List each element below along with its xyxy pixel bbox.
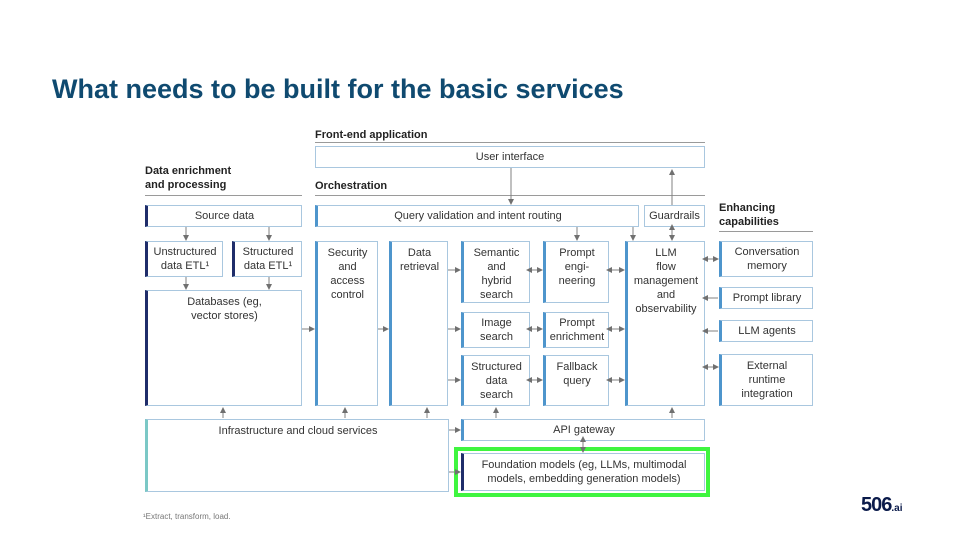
data-retrieval-box: Data retrieval	[389, 241, 448, 406]
source-data-label: Source data	[194, 210, 255, 222]
fallback-query-label: Fallback query	[556, 361, 598, 387]
enhancing-rule	[719, 231, 813, 232]
llm-agents-box: LLM agents	[719, 320, 813, 342]
databases-box: Databases (eg, vector stores)	[145, 290, 302, 406]
section-enhancing: Enhancing capabilities	[719, 202, 779, 228]
foundation-models-label: Foundation models (eg, LLMs, multimodal …	[481, 459, 687, 485]
structured-search-label: Structured data search	[471, 361, 522, 401]
logo-main: 506	[861, 494, 892, 516]
unstructured-etl-box: Unstructured data ETL¹	[145, 241, 223, 277]
databases-label: Databases (eg, vector stores)	[187, 296, 262, 322]
conversation-memory-label: Conversation memory	[734, 246, 800, 272]
structured-etl-box: Structured data ETL¹	[232, 241, 302, 277]
query-validation-label: Query validation and intent routing	[394, 210, 562, 222]
data-retrieval-label: Data retrieval	[399, 247, 440, 273]
section-frontend: Front-end application	[315, 129, 428, 141]
security-label: Security and access control	[327, 247, 368, 301]
llm-flow-label: LLM flow management and observability	[633, 247, 699, 315]
infrastructure-box: Infrastructure and cloud services	[145, 419, 449, 492]
prompt-library-label: Prompt library	[732, 292, 802, 304]
api-gateway-label: API gateway	[553, 424, 615, 436]
query-validation-box: Query validation and intent routing	[315, 205, 639, 227]
data-enrichment-rule	[145, 195, 302, 196]
llm-flow-box: LLM flow management and observability	[625, 241, 705, 406]
conversation-memory-box: Conversation memory	[719, 241, 813, 277]
user-interface-label: User interface	[475, 151, 545, 163]
semantic-search-label: Semantic and hybrid search	[473, 247, 520, 301]
user-interface-box: User interface	[315, 146, 705, 168]
footnote: ¹Extract, transform, load.	[143, 512, 231, 521]
section-data-enrichment: Data enrichment and processing	[145, 165, 232, 191]
image-search-box: Image search	[461, 312, 530, 348]
prompt-engineering-label: Prompt engi- neering	[558, 247, 596, 287]
section-orchestration: Orchestration	[315, 180, 388, 192]
llm-agents-label: LLM agents	[738, 325, 796, 337]
prompt-enrichment-label: Prompt enrichment	[549, 317, 605, 343]
fallback-query-box: Fallback query	[543, 355, 609, 406]
prompt-library-box: Prompt library	[719, 287, 813, 309]
source-data-box: Source data	[145, 205, 302, 227]
frontend-rule	[315, 142, 705, 143]
api-gateway-box: API gateway	[461, 419, 705, 441]
structured-search-box: Structured data search	[461, 355, 530, 406]
guardrails-label: Guardrails	[649, 210, 700, 222]
orchestration-rule	[315, 195, 705, 196]
logo-suffix: .ai	[891, 503, 903, 514]
foundation-models-box: Foundation models (eg, LLMs, multimodal …	[461, 453, 705, 491]
prompt-enrichment-box: Prompt enrichment	[543, 312, 609, 348]
unstructured-etl-label: Unstructured data ETL¹	[153, 246, 217, 272]
image-search-label: Image search	[479, 317, 514, 343]
page-title: What needs to be built for the basic ser…	[52, 74, 624, 104]
structured-etl-label: Structured data ETL¹	[242, 246, 294, 272]
security-box: Security and access control	[315, 241, 378, 406]
external-runtime-label: External runtime integration	[741, 360, 793, 400]
prompt-engineering-box: Prompt engi- neering	[543, 241, 609, 303]
company-logo: 506.ai	[861, 494, 903, 517]
external-runtime-box: External runtime integration	[719, 354, 813, 406]
infrastructure-label: Infrastructure and cloud services	[218, 425, 378, 437]
semantic-search-box: Semantic and hybrid search	[461, 241, 530, 303]
